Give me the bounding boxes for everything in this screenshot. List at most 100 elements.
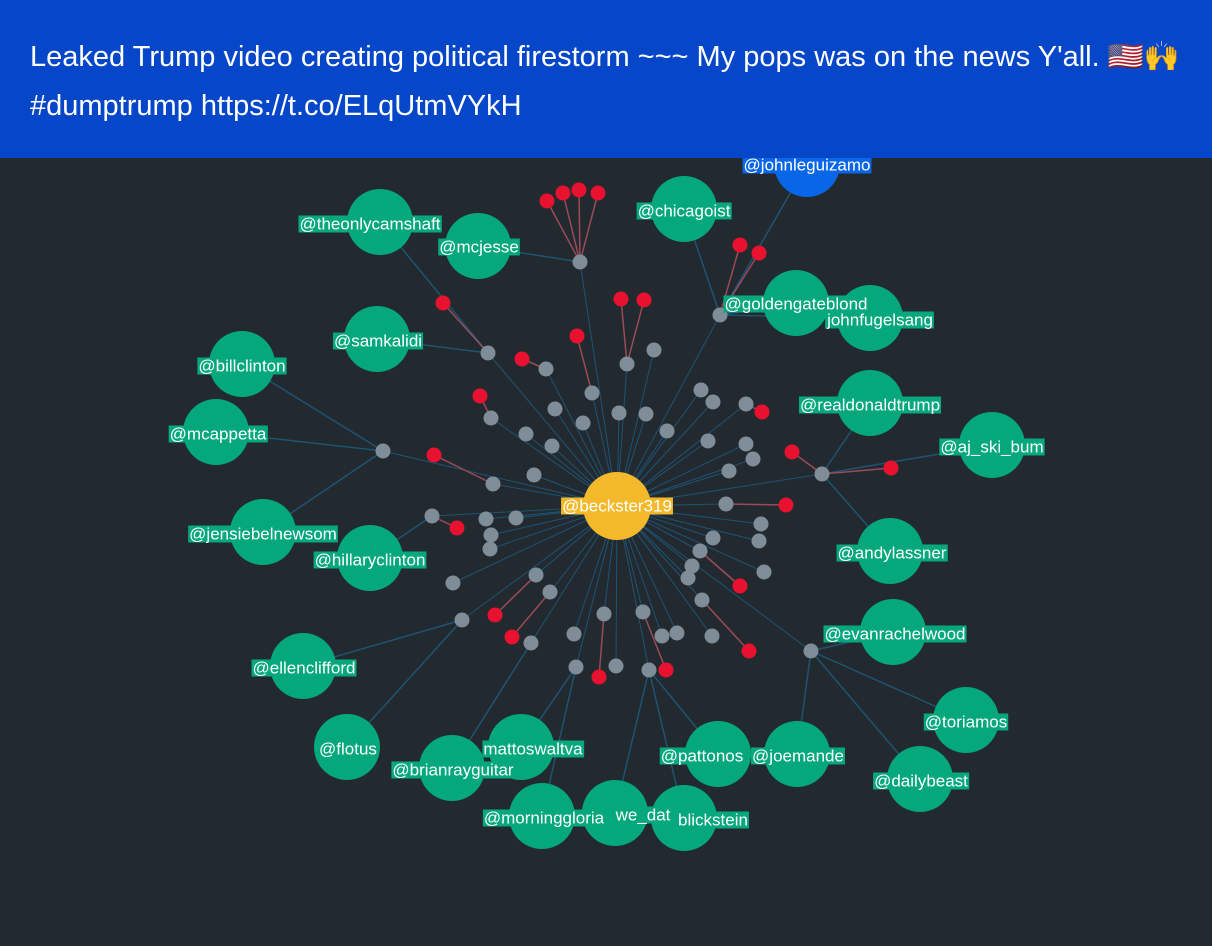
retweet-node[interactable]	[518, 426, 534, 442]
user-label: @flotus	[319, 739, 377, 758]
retweet-node[interactable]	[575, 415, 591, 431]
retweet-node[interactable]	[638, 406, 654, 422]
reply-node[interactable]	[504, 629, 520, 645]
retweet-node[interactable]	[538, 361, 554, 377]
retweet-node[interactable]	[705, 530, 721, 546]
retweet-node[interactable]	[694, 592, 710, 608]
retweet-node[interactable]	[654, 628, 670, 644]
reply-node[interactable]	[591, 669, 607, 685]
retweet-node[interactable]	[635, 604, 651, 620]
reply-node[interactable]	[732, 237, 748, 253]
retweet-node[interactable]	[814, 466, 830, 482]
retweet-node[interactable]	[566, 626, 582, 642]
reply-edge	[578, 189, 581, 263]
reply-node[interactable]	[751, 245, 767, 261]
retweet-node[interactable]	[480, 345, 496, 361]
reply-node[interactable]	[487, 607, 503, 623]
retweet-node[interactable]	[803, 643, 819, 659]
retweet-node[interactable]	[611, 405, 627, 421]
retweet-node[interactable]	[753, 516, 769, 532]
retweet-node[interactable]	[482, 541, 498, 557]
retweet-node[interactable]	[424, 508, 440, 524]
reply-node[interactable]	[590, 185, 606, 201]
retweet-node[interactable]	[596, 606, 612, 622]
retweet-node[interactable]	[584, 385, 600, 401]
retweet-node[interactable]	[738, 396, 754, 412]
retweet-node[interactable]	[478, 511, 494, 527]
retweet-node[interactable]	[568, 659, 584, 675]
spoke-edge	[579, 261, 618, 507]
user-label: @mcappetta	[170, 424, 267, 443]
reply-edge	[598, 613, 605, 678]
retweet-node[interactable]	[483, 410, 499, 426]
retweet-node[interactable]	[572, 254, 588, 270]
user-label-bg	[298, 215, 442, 233]
reply-node[interactable]	[754, 404, 770, 420]
user-label: @mcjesse	[439, 237, 519, 256]
retweet-node[interactable]	[542, 584, 558, 600]
retweet-node[interactable]	[684, 558, 700, 574]
user-label-bg	[798, 396, 942, 414]
user-label: @andylassner	[838, 543, 947, 562]
reply-node[interactable]	[539, 193, 555, 209]
retweet-node[interactable]	[692, 543, 708, 559]
retweet-node[interactable]	[526, 467, 542, 483]
retweet-node[interactable]	[693, 382, 709, 398]
reply-node[interactable]	[555, 185, 571, 201]
retweet-node[interactable]	[528, 567, 544, 583]
reply-node[interactable]	[569, 328, 585, 344]
user-label: @pattonos	[661, 746, 743, 765]
retweet-node[interactable]	[680, 570, 696, 586]
reply-node[interactable]	[514, 351, 530, 367]
reply-node[interactable]	[784, 444, 800, 460]
user-label-bg	[823, 625, 967, 643]
user-label-bg	[825, 311, 934, 329]
user-label: @brianrayguitar	[392, 760, 514, 779]
retweet-node[interactable]	[646, 342, 662, 358]
reply-node[interactable]	[658, 662, 674, 678]
retweet-node[interactable]	[619, 356, 635, 372]
retweet-node[interactable]	[547, 401, 563, 417]
retweet-node[interactable]	[445, 575, 461, 591]
reply-node[interactable]	[778, 497, 794, 513]
reply-node[interactable]	[435, 295, 451, 311]
reply-edge	[442, 302, 489, 354]
retweet-node[interactable]	[751, 533, 767, 549]
reply-node[interactable]	[741, 643, 757, 659]
retweet-node[interactable]	[704, 628, 720, 644]
retweet-node[interactable]	[485, 476, 501, 492]
center-label: @beckster319	[562, 496, 672, 515]
retweet-node[interactable]	[700, 433, 716, 449]
reply-node[interactable]	[449, 520, 465, 536]
user-label: @morninggloria	[484, 808, 605, 827]
reply-node[interactable]	[613, 291, 629, 307]
retweet-node[interactable]	[608, 658, 624, 674]
user-label-bg	[391, 761, 515, 779]
retweet-node[interactable]	[641, 662, 657, 678]
reply-node[interactable]	[472, 388, 488, 404]
retweet-node[interactable]	[375, 443, 391, 459]
retweet-node[interactable]	[738, 436, 754, 452]
reply-node[interactable]	[636, 292, 652, 308]
retweet-node[interactable]	[523, 635, 539, 651]
retweet-node[interactable]	[508, 510, 524, 526]
spoke-edge	[616, 505, 812, 652]
retweet-node[interactable]	[756, 564, 772, 580]
reply-node[interactable]	[426, 447, 442, 463]
retweet-node[interactable]	[705, 394, 721, 410]
retweet-node[interactable]	[544, 438, 560, 454]
retweet-node[interactable]	[659, 423, 675, 439]
retweet-node[interactable]	[483, 527, 499, 543]
retweet-node[interactable]	[718, 496, 734, 512]
user-label-bg	[836, 544, 948, 562]
reply-node[interactable]	[571, 182, 587, 198]
retweet-node[interactable]	[721, 463, 737, 479]
reply-node[interactable]	[732, 578, 748, 594]
retweet-node[interactable]	[669, 625, 685, 641]
user-label-bg	[723, 295, 869, 313]
reply-edge	[699, 550, 741, 587]
reply-node[interactable]	[883, 460, 899, 476]
retweet-node[interactable]	[454, 612, 470, 628]
retweet-node[interactable]	[745, 451, 761, 467]
user-label-bg	[332, 332, 424, 350]
